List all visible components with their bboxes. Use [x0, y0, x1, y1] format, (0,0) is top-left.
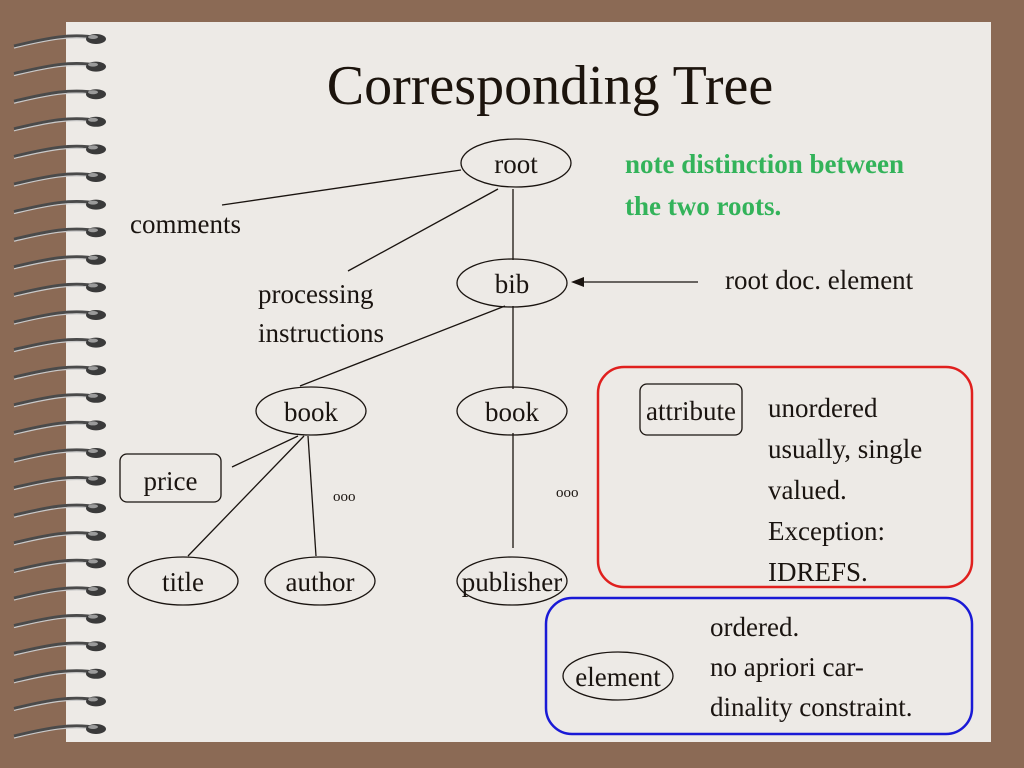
ellipsis-left: ooo	[333, 489, 356, 505]
attribute-legend-box	[596, 365, 974, 589]
node-title-label: title	[162, 567, 204, 597]
node-price-label: price	[143, 466, 198, 496]
attribute-desc-line5: IDREFS.	[768, 557, 868, 587]
node-publisher	[456, 556, 568, 606]
note-line2: the two roots.	[625, 191, 782, 221]
root-doc-element-label: root doc. element	[725, 265, 914, 295]
node-bib	[456, 258, 568, 308]
node-book1-label: book	[284, 397, 338, 427]
binding-coil	[13, 254, 106, 270]
node-bib-label: bib	[494, 269, 530, 299]
node-price	[119, 453, 222, 503]
edge-root-comments	[221, 169, 462, 206]
binding-coil	[13, 144, 106, 159]
attribute-desc-line3: valued.	[768, 475, 847, 505]
edge-book1-author	[307, 435, 317, 557]
node-author-label: author	[285, 567, 355, 597]
binding-coil	[13, 337, 106, 353]
node-attribute	[639, 383, 743, 436]
element-desc-line2: no apriori car-	[710, 652, 864, 682]
binding-coil	[13, 199, 106, 215]
binding-coil	[13, 641, 106, 656]
slide-title: Corresponding Tree	[326, 55, 774, 117]
element-desc-line1: ordered.	[710, 612, 800, 642]
edge-book1-price	[231, 435, 299, 468]
binding-coil	[13, 420, 106, 435]
note-line1: note distinction between	[625, 149, 904, 179]
binding-coil	[13, 116, 106, 132]
arrow-head-icon	[571, 277, 584, 287]
comments-label: comments	[130, 209, 241, 239]
binding-coil	[13, 89, 106, 104]
attribute-desc-line1: unordered	[768, 393, 878, 423]
attribute-desc-line4: Exception:	[768, 516, 885, 546]
node-attribute-label: attribute	[646, 396, 736, 426]
binding-coil	[13, 227, 106, 242]
binding-coil	[13, 448, 106, 463]
binding-coil	[13, 310, 106, 325]
binding-coil	[13, 503, 106, 518]
ellipsis-right: ooo	[556, 485, 579, 501]
binding-coil	[13, 668, 106, 684]
edge-book1-title	[187, 435, 305, 557]
node-publisher-label: publisher	[461, 567, 563, 597]
binding-coil	[13, 34, 106, 49]
attribute-desc-line2: usually, single	[768, 434, 923, 464]
binding-coil	[13, 365, 106, 380]
node-root	[460, 138, 572, 188]
binding-coil	[13, 61, 106, 77]
processing-label-line2: instructions	[258, 318, 384, 348]
slide-page	[66, 22, 991, 742]
spiral-binding	[13, 34, 106, 739]
binding-coil	[13, 282, 106, 297]
binding-coil	[13, 558, 106, 573]
binding-coil	[13, 586, 106, 601]
node-root-label: root	[494, 149, 538, 179]
node-book2-label: book	[485, 397, 539, 427]
binding-coil	[13, 530, 106, 546]
element-legend-box	[544, 596, 974, 736]
node-book1	[255, 386, 367, 436]
binding-coil	[13, 613, 106, 629]
processing-label-line1: processing	[258, 279, 374, 309]
binding-coil	[13, 696, 106, 711]
element-desc-line3: dinality constraint.	[710, 692, 913, 722]
node-element-label: element	[575, 662, 661, 692]
node-author	[264, 556, 376, 606]
edge-bib-book1	[299, 305, 506, 387]
binding-coil	[13, 172, 106, 187]
node-element	[562, 651, 674, 701]
node-book2	[456, 386, 568, 436]
binding-coil	[13, 475, 106, 491]
edge-root-processing	[347, 188, 499, 272]
binding-coil	[13, 392, 106, 408]
node-title	[127, 556, 239, 606]
binding-coil	[13, 724, 106, 739]
